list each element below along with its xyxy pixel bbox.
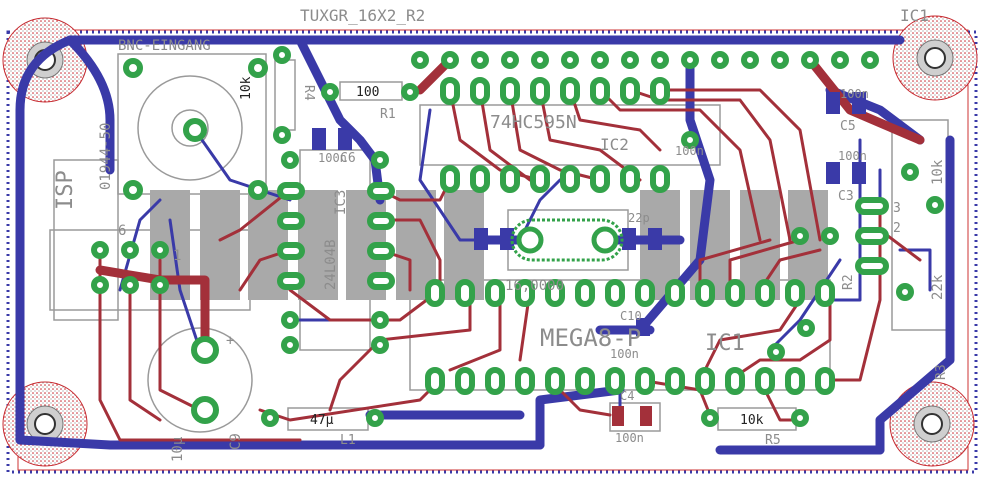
plus-label: +	[226, 333, 234, 349]
mounting-hole-top-right	[892, 15, 978, 101]
c5-value: 100n	[840, 87, 869, 101]
corner-label: IC1	[900, 6, 929, 25]
c5-label: C5	[840, 119, 856, 134]
board-outline-dotted	[6, 30, 978, 474]
c2-value: 100n	[675, 144, 704, 158]
r1-label: R1	[380, 107, 396, 122]
c9-value: 10µ	[170, 436, 186, 462]
isp-label: ISP	[53, 170, 78, 210]
c4-value: 100n	[615, 431, 644, 445]
ic-shift-label: 74HC595N	[490, 112, 577, 133]
r3-value: 10k	[930, 159, 946, 185]
smd-caps	[312, 92, 866, 426]
c10-label: C10	[620, 309, 642, 323]
c8-value: 22p	[628, 211, 650, 225]
l1-label: L1	[340, 433, 356, 448]
bnc-label: BNC-EINGANG	[118, 38, 211, 54]
ic2-label: IC2	[600, 135, 629, 154]
pads	[91, 46, 944, 427]
r5-label: R5	[765, 433, 781, 448]
l1-value: 47µ	[310, 413, 334, 428]
pin1-label: 1	[173, 248, 181, 264]
c3-value: 100n	[838, 149, 867, 163]
r5-value: 10k	[740, 413, 764, 428]
crystal	[510, 218, 624, 262]
ic-mega-label: IC1	[705, 331, 745, 356]
mounting-hole-bottom-right	[889, 381, 975, 467]
r1-value: 100	[356, 85, 379, 100]
c6-value: 100n	[318, 151, 347, 165]
bnc-part-label: 01944-50	[98, 123, 114, 190]
c10-value: 100n	[610, 347, 639, 361]
pin2-label: 2	[893, 221, 901, 236]
r4-label: R4	[301, 85, 316, 101]
q-value: 16,0000	[505, 278, 564, 294]
ic3-label: IC3	[333, 190, 349, 215]
c4-label: C4	[620, 389, 634, 403]
c3-label: C3	[838, 189, 854, 204]
board-title: TUXGR_16X2_R2	[300, 6, 425, 25]
r2-value: 22k	[930, 274, 946, 300]
c9-label: C9	[228, 433, 244, 450]
c6-label: C6	[340, 151, 356, 166]
pin6-label: 6	[118, 223, 126, 239]
r2-label: R2	[841, 274, 856, 290]
pin3-label: 3	[893, 201, 901, 216]
ic3-part-label: 24L04B	[323, 239, 339, 290]
r4-value: 10k	[239, 76, 254, 100]
r3-label: R3	[934, 364, 949, 380]
mega-label: MEGA8-P	[540, 324, 641, 352]
